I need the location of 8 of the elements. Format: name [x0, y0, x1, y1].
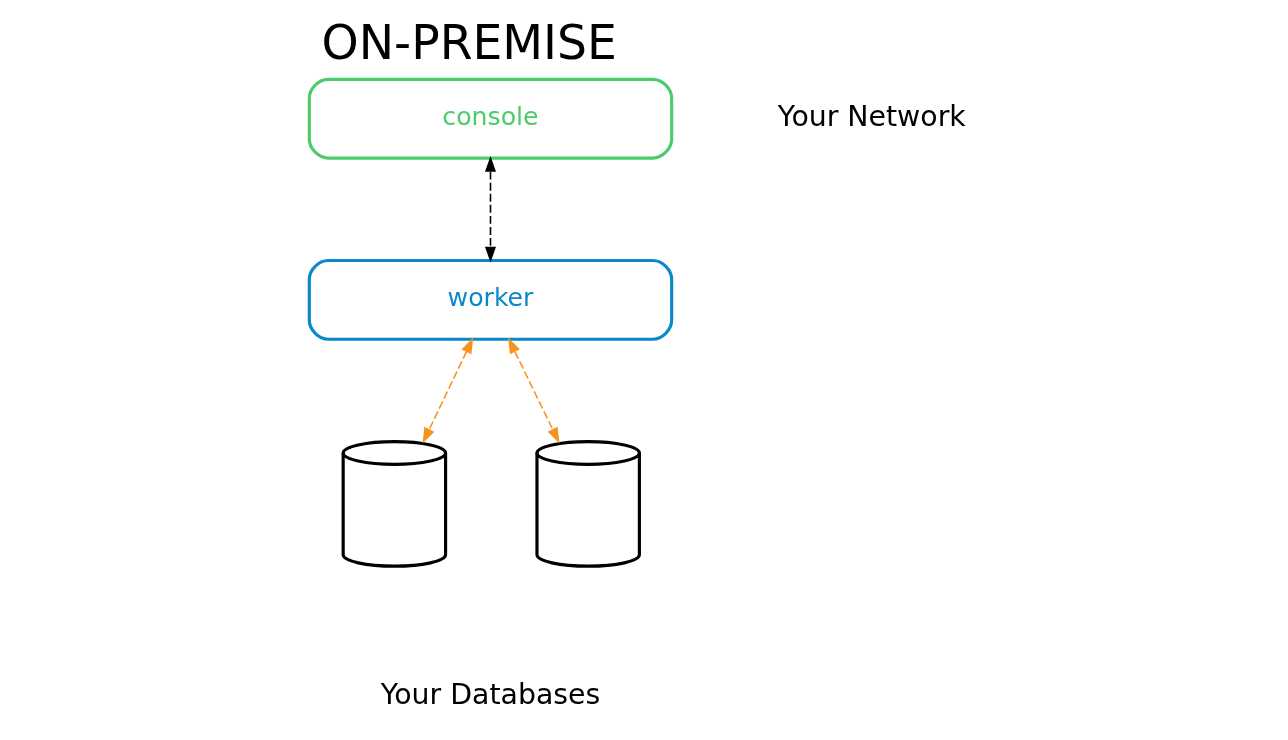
arrow	[507, 337, 560, 444]
node-box: worker	[307, 258, 673, 341]
diagram-title: ON-PREMISE	[321, 14, 617, 70]
arrow	[422, 337, 473, 444]
arrow	[484, 156, 496, 263]
label: Your Databases	[380, 677, 600, 711]
label: Your Network	[777, 99, 966, 133]
node-box: console	[307, 77, 673, 160]
